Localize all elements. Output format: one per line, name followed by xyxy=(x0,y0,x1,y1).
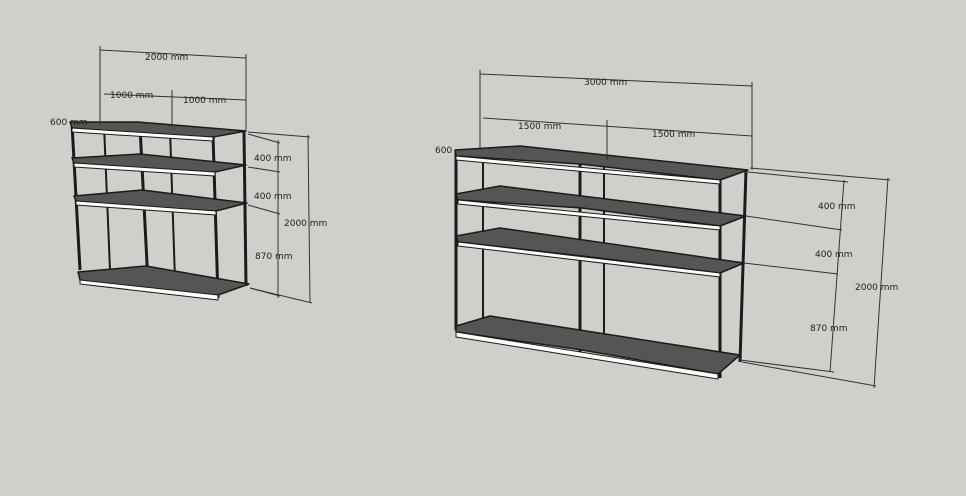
right-label-total-width: 3000 mm xyxy=(584,78,627,88)
left-label-gap-2: 400 mm xyxy=(254,192,292,202)
left-dim-line-total-width xyxy=(99,49,247,59)
right-dim-labels: 3000 mm 1500 mm 1500 mm 600 400 mm 400 m… xyxy=(435,78,898,334)
right-label-gap-3: 870 mm xyxy=(810,324,848,334)
left-shelf-board-4 xyxy=(77,265,250,301)
left-shelf-board-3 xyxy=(73,189,248,216)
right-dimensions xyxy=(479,70,891,389)
left-label-height-total: 2000 mm xyxy=(284,219,327,229)
right-label-gap-1: 400 mm xyxy=(818,202,856,212)
right-dim-line-total-width xyxy=(479,73,753,87)
right-dim-line-half-widths xyxy=(482,117,753,137)
left-dim-line-height xyxy=(307,134,311,304)
left-label-gap-3: 870 mm xyxy=(255,252,293,262)
right-label-depth: 600 xyxy=(435,146,452,156)
left-dimensions xyxy=(99,46,313,304)
right-dim-line-gaps xyxy=(829,179,845,373)
left-dim-ext-1 xyxy=(247,133,281,144)
left-label-depth: 600 mm xyxy=(50,118,88,128)
right-shelf-board-2 xyxy=(455,185,747,231)
left-shelf-board-1 xyxy=(69,121,247,142)
left-back-post-right-front xyxy=(211,134,220,299)
right-shelf-board-1 xyxy=(454,145,749,185)
left-label-gap-1: 400 mm xyxy=(254,154,292,164)
left-shelf-board-2 xyxy=(71,153,247,177)
right-post-back-right xyxy=(738,169,748,363)
right-shelf-board-4 xyxy=(455,315,741,380)
left-label-width-left: 1000 mm xyxy=(110,91,153,101)
left-back-post-right-back xyxy=(242,131,248,287)
right-dim-line-height xyxy=(873,177,889,389)
right-label-width-left: 1500 mm xyxy=(518,122,561,132)
right-label-gap-2: 400 mm xyxy=(815,250,853,260)
right-shelf-board-3 xyxy=(455,227,745,278)
right-label-height-total: 2000 mm xyxy=(855,283,898,293)
right-label-width-right: 1500 mm xyxy=(652,130,695,140)
right-shelf-unit[interactable] xyxy=(454,145,749,380)
left-shelf-unit[interactable] xyxy=(69,121,250,301)
left-dim-labels: 2000 mm 1000 mm 1000 mm 600 mm 400 mm 40… xyxy=(50,53,327,262)
left-label-width-right: 1000 mm xyxy=(183,96,226,106)
left-dim-line-half-widths xyxy=(103,93,247,101)
left-label-total-width: 2000 mm xyxy=(145,53,188,63)
